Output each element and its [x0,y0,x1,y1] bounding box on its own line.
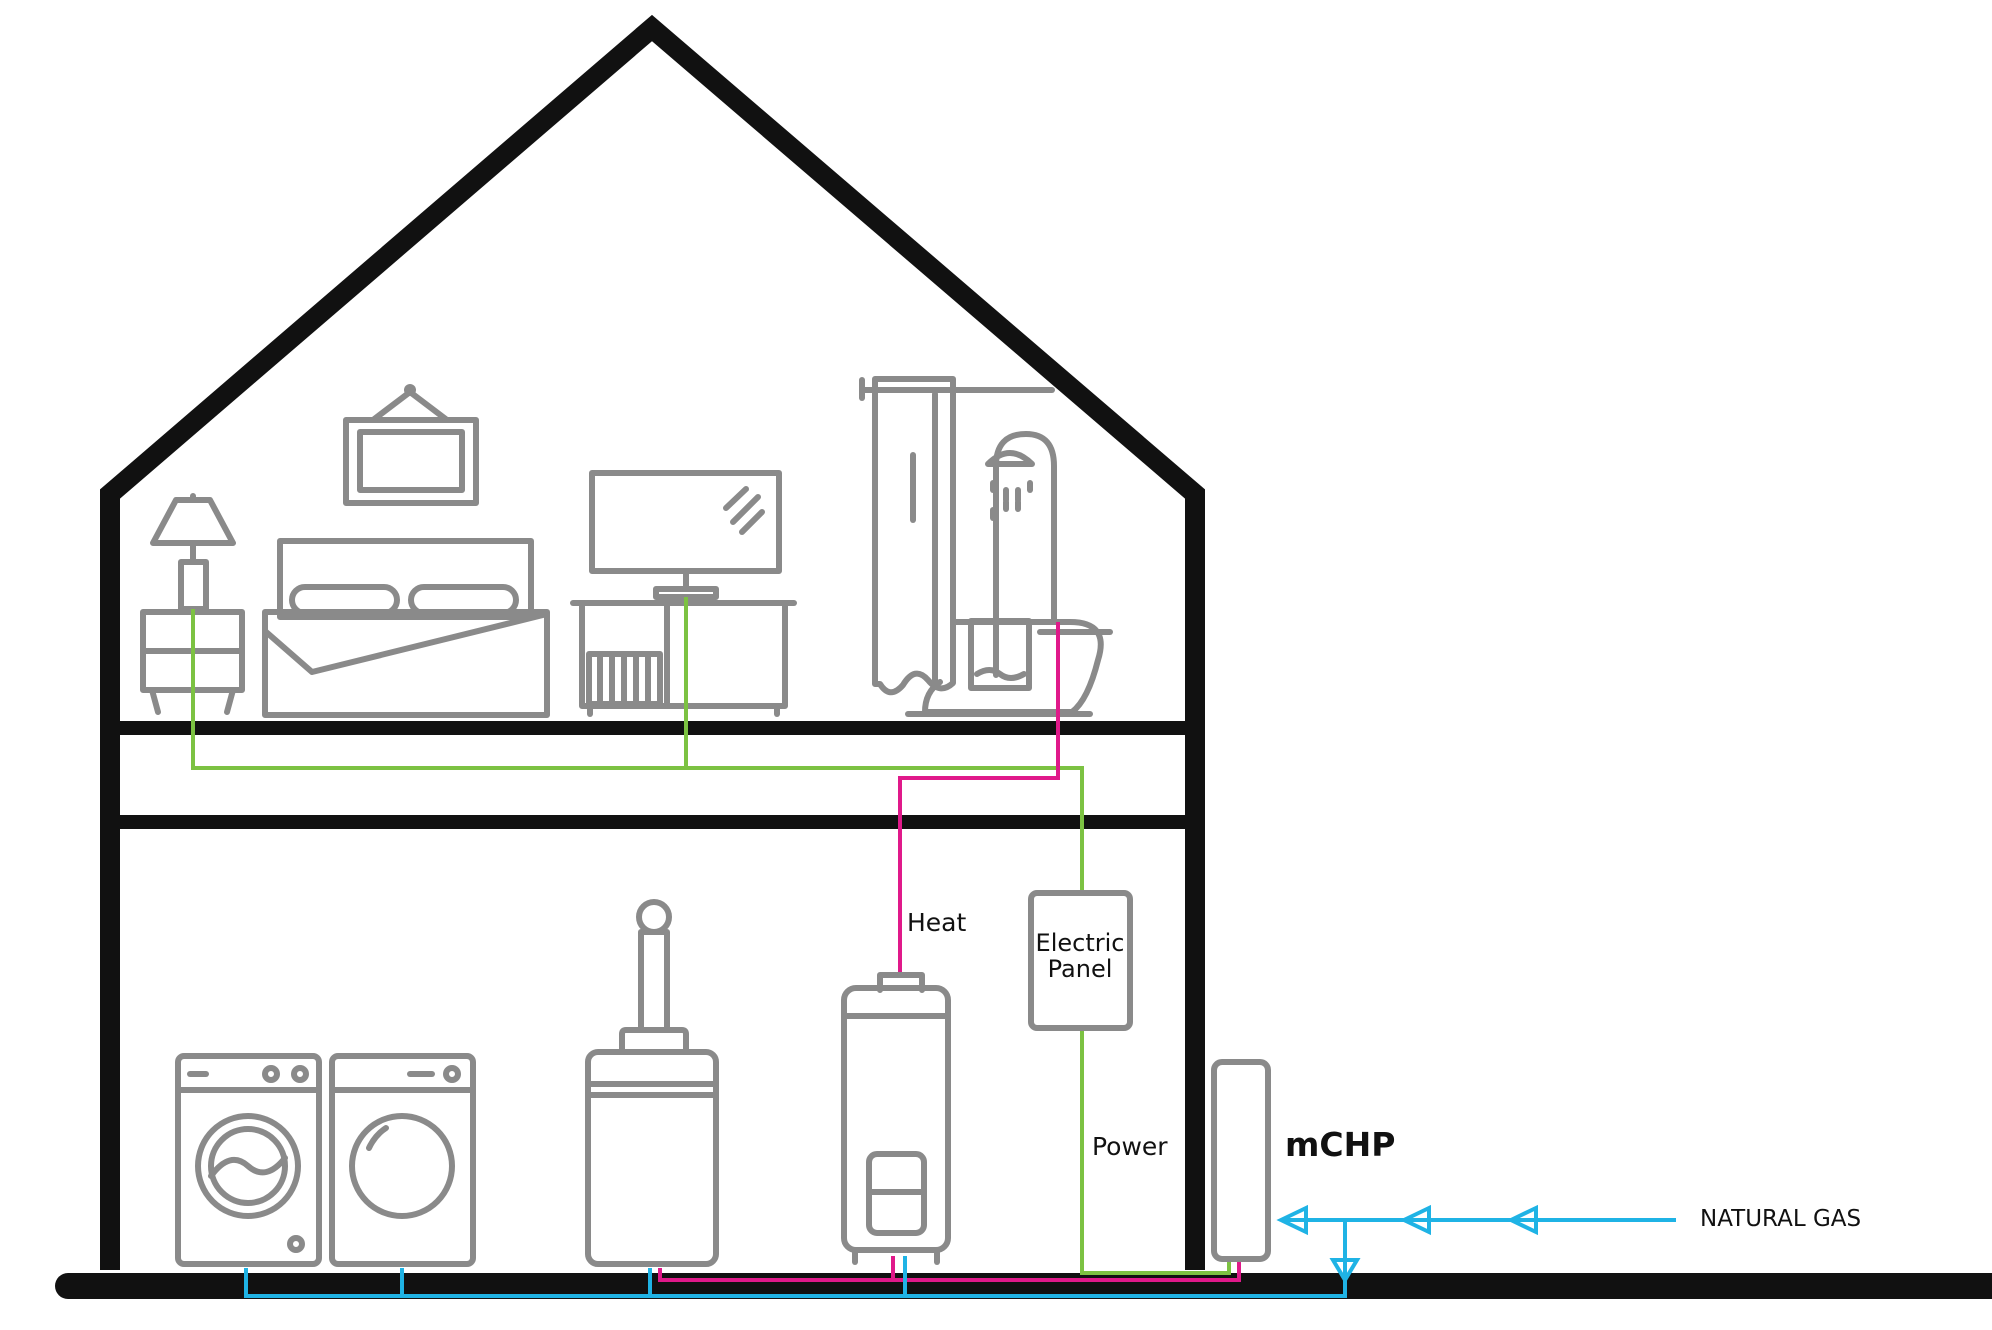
television-icon [589,470,782,600]
power-label: Power [1092,1132,1168,1161]
gas-arrow-1 [1276,1204,1308,1236]
electric-panel-label-line1: Electric [1036,929,1125,957]
gas-arrow-down [1329,1258,1361,1284]
heat-label: Heat [907,908,966,937]
bathtub-icon [905,618,1113,717]
furnace-icon [585,899,719,1267]
radiator-icon [586,651,663,707]
gas-lines [244,1204,1676,1298]
picture-frame-icon [343,384,479,506]
washing-machine-icon [175,1053,322,1267]
shower-head-icon [985,431,1057,678]
heat-line-upper [898,622,1060,975]
bed-icon [262,538,550,718]
natural-gas-label: NATURAL GAS [1700,1206,1861,1232]
power-lines [191,597,1231,1275]
mchp-label: mCHP [1285,1125,1395,1164]
tv-stand-icon [570,600,797,717]
electric-panel-label-line2: Panel [1048,955,1113,983]
water-heater-icon [841,972,951,1265]
gas-arrow-3 [1506,1204,1538,1236]
shower-curtain-icon [859,376,1055,696]
dryer-icon [329,1053,476,1267]
heat-line-lower [658,1256,1241,1282]
house-structure [55,14,1992,1299]
heat-lines [658,622,1241,1282]
house-outline [100,14,1205,1270]
power-line-lower [1080,1028,1231,1275]
mchp-unit-icon [1211,1059,1271,1262]
electric-panel-icon [1028,890,1133,1031]
gas-arrow-2 [1399,1204,1431,1236]
power-line-upper [191,609,1084,890]
lamp-icon [150,493,236,612]
